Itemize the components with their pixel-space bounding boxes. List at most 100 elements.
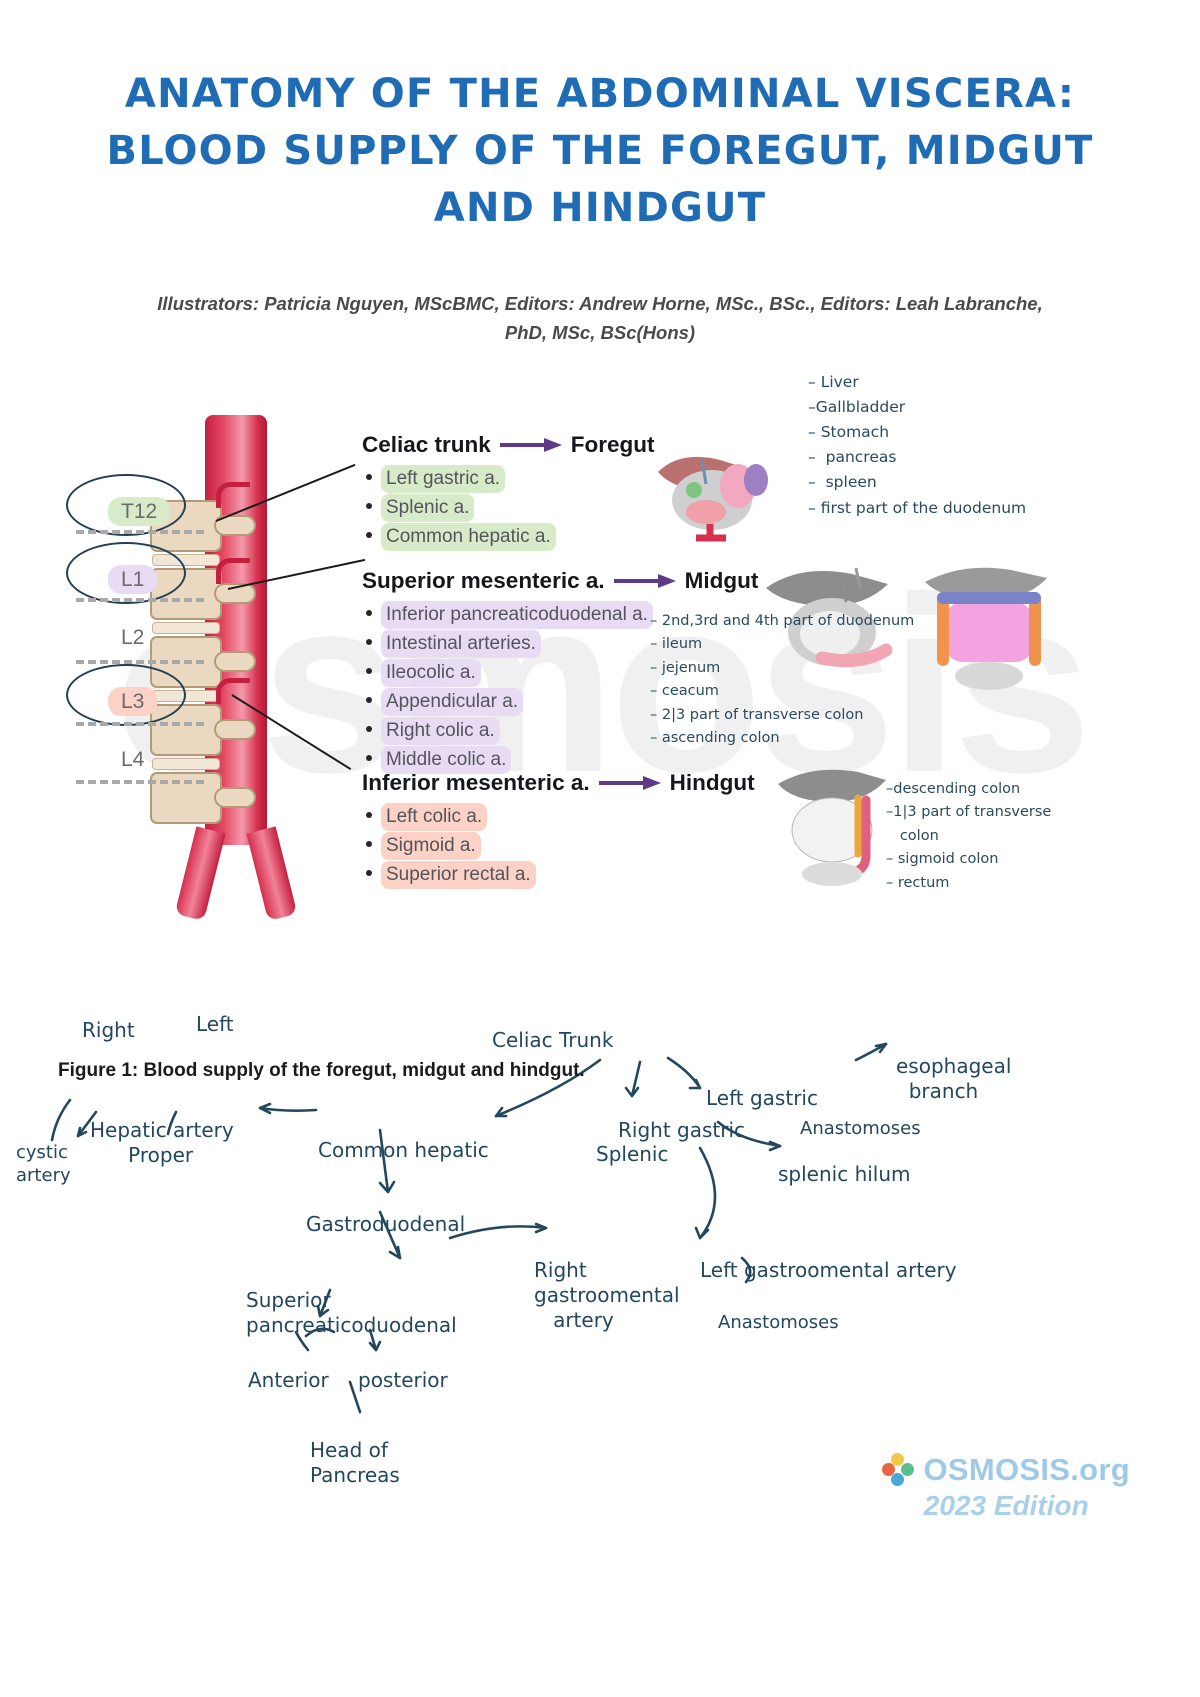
celiac-trunk-heading: Celiac trunk Foregut — [362, 432, 655, 458]
level-line-l3 — [76, 722, 204, 726]
ima-heading: Inferior mesenteric a. Hindgut — [362, 770, 755, 796]
list-item: Common hepatic a. — [366, 523, 655, 552]
list-item: Inferior pancreaticoduodenal a. — [366, 601, 758, 630]
flow-node-left-gastroomental-artery: Left gastroomental artery — [700, 1258, 957, 1282]
midgut-supply-0: – 2nd,3rd and 4th part of duodenum — [650, 613, 915, 629]
flow-node-splenic: Splenic — [596, 1142, 669, 1166]
sma-artery-label: Superior mesenteric a. — [362, 568, 605, 593]
hindgut-supply-2: colon — [899, 827, 939, 844]
flow-node-splenic-hilum: splenic hilum — [778, 1162, 911, 1186]
celiac-trunk-gut-label: Foregut — [570, 432, 655, 457]
flow-node-superior-pancreaticoduodenal: Superior pancreaticoduodenal — [246, 1288, 457, 1337]
circle-highlight-l3 — [66, 664, 186, 726]
list-item: Intestinal arteries. — [366, 630, 758, 659]
level-badge-l2: L2 — [108, 626, 157, 650]
flow-node-cystic-artery: cystic artery — [16, 1142, 71, 1186]
midgut-supply-2: – jejenum — [650, 659, 721, 676]
disc-l1-l2 — [152, 622, 220, 634]
level-line-l1 — [76, 598, 204, 602]
list-item: Left gastric a. — [366, 465, 655, 494]
arrow-right-icon — [499, 437, 562, 453]
circle-highlight-l1 — [66, 542, 186, 604]
title-line-2: BLOOD SUPPLY OF THE FOREGUT, MIDGUT — [106, 127, 1094, 174]
list-item: Sigmoid a. — [366, 832, 755, 861]
flow-node-left-gastric: Left gastric — [706, 1086, 818, 1110]
foregut-supply-0: – Liver — [808, 373, 859, 391]
arrow-right-icon — [598, 775, 661, 791]
foregut-supply-1: –Gallbladder — [808, 398, 906, 417]
level-label-l4: L4 — [121, 748, 145, 771]
flow-node-anastomoses-upper: Anastomoses — [800, 1118, 921, 1139]
level-line-l2 — [76, 660, 204, 664]
arrow-right-icon — [613, 573, 676, 589]
hindgut-organ-illustration — [770, 758, 900, 888]
list-item: Appendicular a. — [366, 688, 758, 717]
flow-node-right-gastroomental-artery: Right gastroomental artery — [534, 1258, 680, 1332]
list-item: Superior rectal a. — [366, 861, 755, 890]
level-badge-t12: T12 — [66, 474, 186, 536]
midgut-supplies-annotation: – 2nd,3rd and 4th part of duodenum – ile… — [650, 610, 914, 751]
flow-node-anterior: Anterior — [248, 1368, 329, 1392]
osmosis-edition-label: 2023 Edition — [923, 1490, 1089, 1521]
superior-mesenteric-branch — [216, 558, 250, 584]
osmosis-wordmark: OSMOSIS.org — [923, 1452, 1130, 1487]
hindgut-supply-1: –1|3 part of transverse — [886, 804, 1052, 821]
celiac-trunk-branch — [216, 482, 250, 508]
figure-caption: Figure 1: Blood supply of the foregut, m… — [58, 1060, 585, 1082]
title-line-1: ANATOMY OF THE ABDOMINAL VISCERA: — [124, 71, 1076, 117]
page-title: ANATOMY OF THE ABDOMINAL VISCERA: BLOOD … — [60, 66, 1140, 236]
title-line-3: AND HINDGUT — [433, 184, 767, 231]
level-line-l4 — [76, 780, 204, 784]
list-item: Right colic a. — [366, 717, 758, 746]
circle-highlight-t12 — [66, 474, 186, 536]
group-celiac-trunk: Celiac trunk Foregut Left gastric a. Spl… — [362, 432, 655, 552]
sma-branch-list: Inferior pancreaticoduodenal a. Intestin… — [362, 601, 758, 775]
midgut-supply-5: – ascending colon — [650, 730, 780, 747]
figure-caption-text: Blood supply of the foregut, midgut and … — [138, 1060, 585, 1081]
level-badge-l1: L1 — [66, 542, 186, 604]
osmosis-logo: OSMOSIS.org 2023 Edition — [882, 1452, 1130, 1522]
ima-branch-list: Left colic a. Sigmoid a. Superior rectal… — [362, 803, 755, 890]
foregut-supply-3: – pancreas — [808, 448, 897, 467]
list-item: Left colic a. — [366, 803, 755, 832]
foregut-supply-2: – Stomach — [808, 423, 890, 442]
list-item: Middle colic a. — [366, 746, 758, 775]
hindgut-supply-0: –descending colon — [886, 781, 1021, 797]
byline-line-1: Illustrators: Patricia Nguyen, MScBMC, E… — [157, 293, 1043, 314]
ima-gut-label: Hindgut — [669, 770, 755, 795]
flow-node-hepatic-artery-proper: Hepatic artery Proper — [90, 1118, 234, 1167]
group-inferior-mesenteric: Inferior mesenteric a. Hindgut Left coli… — [362, 770, 755, 890]
midgut-organ-illustration-right — [915, 556, 1065, 696]
flow-node-right: Right — [82, 1018, 135, 1042]
flow-node-right-gastric: Right gastric — [618, 1118, 746, 1142]
midgut-supply-4: – 2|3 part of transverse colon — [650, 706, 864, 723]
byline: Illustrators: Patricia Nguyen, MScBMC, E… — [60, 290, 1140, 347]
hindgut-supply-4: – rectum — [886, 874, 950, 891]
level-badge-l3: L3 — [66, 664, 186, 726]
celiac-trunk-flowchart: Right Left cystic artery Hepatic artery … — [0, 1000, 1200, 1520]
flow-node-left: Left — [196, 1012, 234, 1036]
celiac-trunk-artery-label: Celiac trunk — [362, 432, 491, 457]
anatomy-figure: T12 L1 L2 L3 L4 Celiac trunk Foregut Lef… — [0, 360, 1200, 921]
flow-node-celiac-trunk: Celiac Trunk — [492, 1028, 614, 1052]
flow-node-esophageal-branch: esophageal branch — [896, 1054, 1012, 1103]
flow-node-head-of-pancreas: Head of Pancreas — [310, 1438, 400, 1487]
level-line-t12 — [76, 530, 204, 534]
hindgut-supplies-annotation: –descending colon –1|3 part of transvers… — [886, 778, 1051, 895]
foregut-supplies-annotation: – Liver –Gallbladder – Stomach – pancrea… — [808, 370, 1026, 521]
midgut-supply-1: – ileum — [650, 636, 703, 653]
figure-caption-label: Figure 1: — [58, 1060, 139, 1081]
inferior-mesenteric-branch — [216, 678, 250, 704]
group-superior-mesenteric: Superior mesenteric a. Midgut Inferior p… — [362, 568, 758, 775]
sma-heading: Superior mesenteric a. Midgut — [362, 568, 758, 594]
flow-node-common-hepatic: Common hepatic — [318, 1138, 489, 1162]
level-badge-l4: L4 — [108, 748, 157, 772]
level-label-l2: L2 — [121, 626, 145, 649]
foregut-supply-4: – spleen — [808, 473, 877, 492]
flow-node-posterior: posterior — [358, 1368, 448, 1392]
foregut-organ-illustration — [650, 438, 782, 546]
ima-artery-label: Inferior mesenteric a. — [362, 770, 590, 795]
hindgut-supply-3: – sigmoid colon — [886, 851, 999, 868]
flow-node-anastomoses-lower: Anastomoses — [718, 1312, 839, 1333]
celiac-trunk-branch-list: Left gastric a. Splenic a. Common hepati… — [362, 465, 655, 552]
